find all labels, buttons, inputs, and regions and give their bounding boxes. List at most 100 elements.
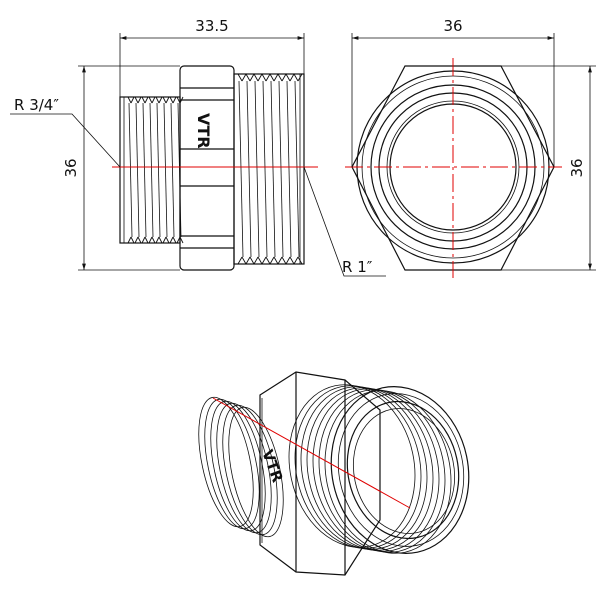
- large-thread-label: R 1″: [342, 258, 373, 276]
- thread-line: [293, 256, 299, 265]
- thread-line: [170, 102, 175, 238]
- large-thread-lines: [237, 73, 303, 265]
- thread-line: [165, 236, 170, 244]
- thread-line: [238, 80, 244, 258]
- thread-line: [254, 80, 260, 258]
- iso-hex-body: [259, 371, 381, 576]
- thread-line: [134, 236, 139, 244]
- thread-ring: [300, 386, 428, 550]
- thread-line: [297, 256, 303, 265]
- thread-line: [137, 96, 142, 104]
- hex-body: [179, 65, 235, 271]
- large-thread-leader: [303, 166, 386, 277]
- thread-line: [257, 73, 263, 82]
- thread-line: [246, 80, 252, 258]
- thread-line: [141, 236, 146, 244]
- thread-line: [262, 80, 268, 258]
- thread-line: [144, 96, 149, 104]
- left-height-dimension-label: 36: [62, 158, 80, 177]
- thread-line: [127, 96, 132, 104]
- thread-line: [151, 96, 156, 104]
- thread-line: [249, 256, 255, 265]
- end-view: 36 36: [345, 17, 596, 278]
- thread-line: [237, 73, 243, 82]
- thread-line: [285, 73, 291, 82]
- thread-line: [130, 236, 135, 244]
- thread-line: [261, 256, 267, 265]
- thread-line: [162, 236, 167, 244]
- side-view: VTR 33.5 36 R 3/4″ R 1″: [10, 17, 386, 277]
- thread-line: [277, 73, 283, 82]
- thread-line: [285, 256, 291, 265]
- thread-line: [286, 80, 292, 258]
- thread-line: [270, 80, 276, 258]
- thread-line: [155, 236, 160, 244]
- thread-line: [253, 73, 259, 82]
- thread-line: [241, 256, 247, 265]
- thread-ring: [294, 385, 422, 549]
- right-height-dimension-label: 36: [568, 158, 586, 177]
- thread-line: [151, 236, 156, 244]
- thread-line: [269, 73, 275, 82]
- thread-line: [149, 102, 154, 238]
- thread-line: [155, 96, 160, 104]
- thread-line: [289, 73, 295, 82]
- thread-line: [162, 96, 167, 104]
- thread-line: [241, 73, 247, 82]
- thread-line: [169, 96, 174, 104]
- thread-line: [273, 256, 279, 265]
- thread-line: [293, 73, 299, 82]
- thread-line: [245, 73, 251, 82]
- small-thread-leader: [10, 113, 121, 168]
- thread-line: [273, 73, 279, 82]
- iso-bore: [346, 400, 460, 540]
- thread-ring: [306, 387, 434, 551]
- thread-line: [172, 96, 177, 104]
- thread-line: [148, 96, 153, 104]
- thread-line: [158, 236, 163, 244]
- thread-line: [269, 256, 275, 265]
- thread-line: [128, 102, 133, 238]
- thread-line: [294, 80, 300, 258]
- thread-line: [245, 256, 251, 265]
- thread-ring: [228, 406, 284, 538]
- thread-line: [249, 73, 255, 82]
- iso-large-thread-rings: [288, 384, 452, 554]
- thread-line: [127, 236, 132, 244]
- thread-line: [163, 102, 168, 238]
- thread-line: [265, 256, 271, 265]
- thread-line: [169, 236, 174, 244]
- thread-line: [141, 96, 146, 104]
- thread-line: [261, 73, 267, 82]
- thread-line: [135, 102, 140, 238]
- small-thread-label: R 3/4″: [14, 96, 59, 114]
- thread-line: [253, 256, 259, 265]
- thread-line: [134, 96, 139, 104]
- thread-line: [144, 236, 149, 244]
- iso-centerline: [212, 397, 411, 509]
- thread-line: [156, 102, 161, 238]
- iso-small-thread-rings: [198, 396, 284, 538]
- thread-line: [278, 80, 284, 258]
- large-thread-body: [233, 73, 305, 265]
- logo-text: VTR: [194, 113, 213, 149]
- thread-line: [142, 102, 147, 238]
- hex-width-dimension-label: 36: [443, 17, 462, 35]
- thread-line: [281, 256, 287, 265]
- thread-line: [137, 236, 142, 244]
- thread-ring: [318, 389, 446, 553]
- thread-line: [158, 96, 163, 104]
- isometric-view: VTR: [198, 371, 470, 576]
- thread-line: [265, 73, 271, 82]
- thread-ring: [222, 404, 278, 536]
- thread-line: [130, 96, 135, 104]
- iso-front-face-outer: [330, 386, 470, 554]
- thread-line: [237, 256, 243, 265]
- small-thread-lines: [127, 96, 184, 244]
- thread-line: [257, 256, 263, 265]
- thread-line: [277, 256, 283, 265]
- thread-line: [172, 236, 177, 244]
- thread-line: [148, 236, 153, 244]
- thread-line: [297, 73, 303, 82]
